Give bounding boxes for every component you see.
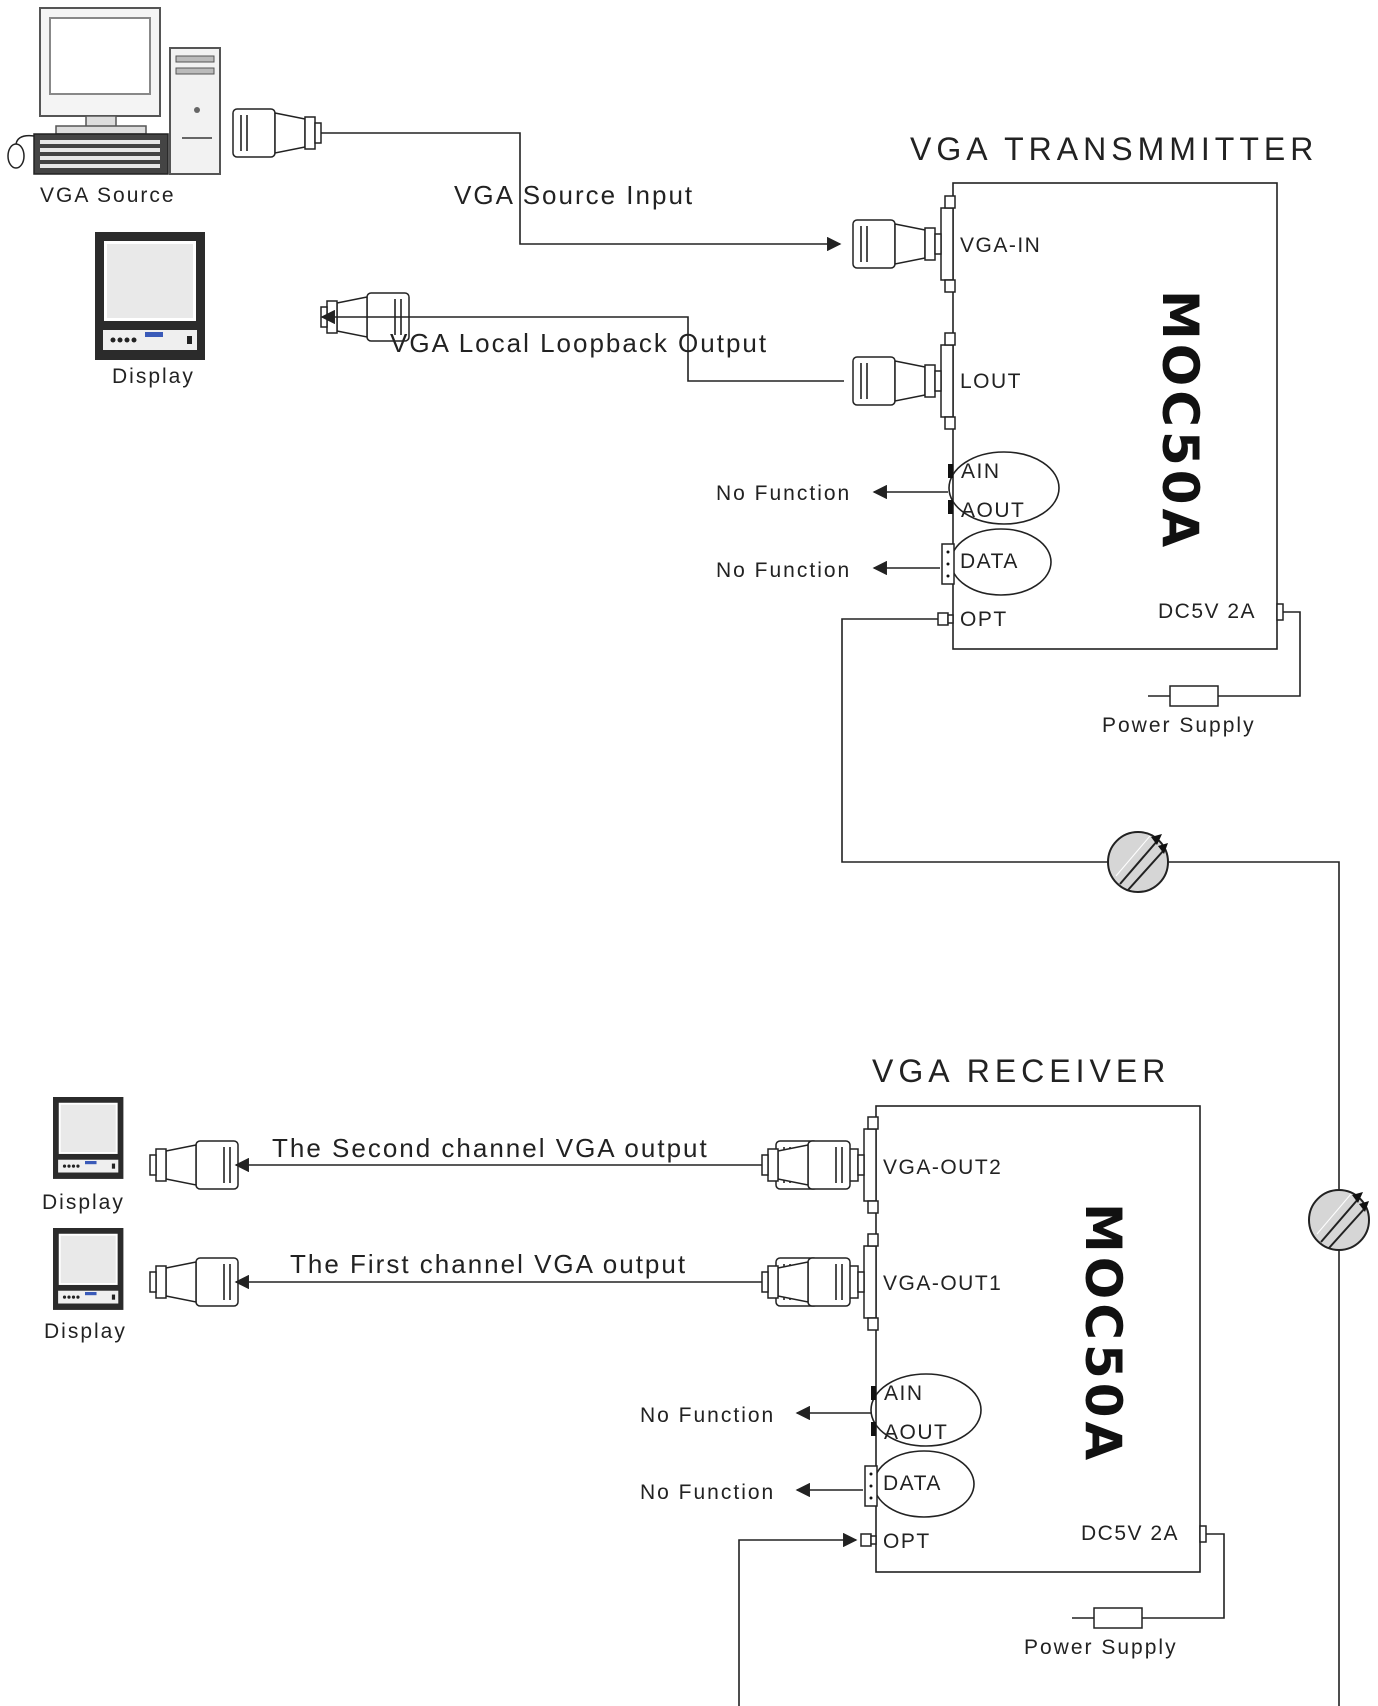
rx-port-vga-out2: VGA-OUT2	[883, 1156, 1002, 1179]
vga-in-socket	[940, 195, 956, 293]
loopback-output-label: VGA Local Loopback Output	[390, 328, 768, 358]
tx-port-opt: OPT	[960, 608, 1008, 631]
receiver-title: VGA RECEIVER	[872, 1053, 1170, 1089]
transmitter-box	[952, 182, 1278, 650]
fiber-cable	[841, 618, 1108, 863]
fiber-reel-icon	[1107, 831, 1169, 893]
display-top-label: Display	[112, 365, 195, 388]
tx-port-aout: AOUT	[961, 499, 1025, 522]
vga-connector-icon	[150, 1258, 238, 1306]
tx-port-vga-in: VGA-IN	[960, 234, 1041, 257]
vga-out2-socket	[863, 1116, 879, 1214]
tx-power-rating: DC5V 2A	[1158, 600, 1256, 623]
display-ch2-label: Display	[42, 1191, 125, 1214]
rx-power-rating: DC5V 2A	[1081, 1522, 1179, 1545]
rx-port-data: DATA	[883, 1472, 942, 1495]
tx-logo: MOC50A	[1151, 290, 1209, 551]
tx-port-data: DATA	[960, 550, 1019, 573]
rx-audio-ports-circle	[870, 1373, 982, 1447]
monitor-icon	[52, 1096, 125, 1180]
rx-logo: MOC50A	[1074, 1203, 1132, 1464]
vga-connector-icon	[852, 219, 942, 269]
vga-connector-icon	[232, 108, 322, 158]
first-channel-label: The First channel VGA output	[290, 1249, 687, 1279]
vga-source-input-label: VGA Source Input	[454, 180, 694, 210]
tx-port-ain: AIN	[961, 460, 1001, 483]
vga-out1-socket	[863, 1233, 879, 1331]
power-adapter-icon	[1148, 685, 1219, 707]
tx-audio-ports-circle	[948, 451, 1060, 525]
rx-port-aout: AOUT	[884, 1421, 948, 1444]
lout-socket	[940, 332, 956, 430]
vga-connector-icon	[762, 1141, 850, 1189]
monitor-icon	[94, 231, 206, 361]
vga-source-input-cable	[321, 132, 842, 252]
rx-power-supply: Power Supply	[1024, 1636, 1178, 1659]
vga-connector-icon	[762, 1258, 850, 1306]
second-channel-label: The Second channel VGA output	[272, 1133, 709, 1163]
tx-port-lout: LOUT	[960, 370, 1022, 393]
rx-no-function-data: No Function	[640, 1481, 775, 1504]
rx-port-ain: AIN	[884, 1382, 924, 1405]
power-adapter-icon	[1072, 1607, 1143, 1629]
vga-connector-icon	[150, 1141, 238, 1189]
computer-icon	[7, 7, 221, 175]
tx-power-supply: Power Supply	[1102, 714, 1256, 737]
rx-port-vga-out1: VGA-OUT1	[883, 1272, 1002, 1295]
vga-loopback-cable	[320, 309, 844, 382]
vga-connector-icon	[852, 356, 942, 406]
fiber-cable-rx	[738, 1532, 858, 1706]
rx-port-opt: OPT	[883, 1530, 931, 1553]
vga-source-label: VGA Source	[40, 184, 176, 207]
tx-no-function-data: No Function	[716, 559, 851, 582]
tx-no-function-audio: No Function	[716, 482, 851, 505]
monitor-icon	[52, 1227, 125, 1311]
rx-no-function-audio: No Function	[640, 1404, 775, 1427]
receiver-box	[875, 1105, 1201, 1573]
transmitter-title: VGA TRANSMMITTER	[910, 131, 1318, 167]
display-ch1-label: Display	[44, 1320, 127, 1343]
fiber-reel-icon	[1308, 1189, 1370, 1251]
